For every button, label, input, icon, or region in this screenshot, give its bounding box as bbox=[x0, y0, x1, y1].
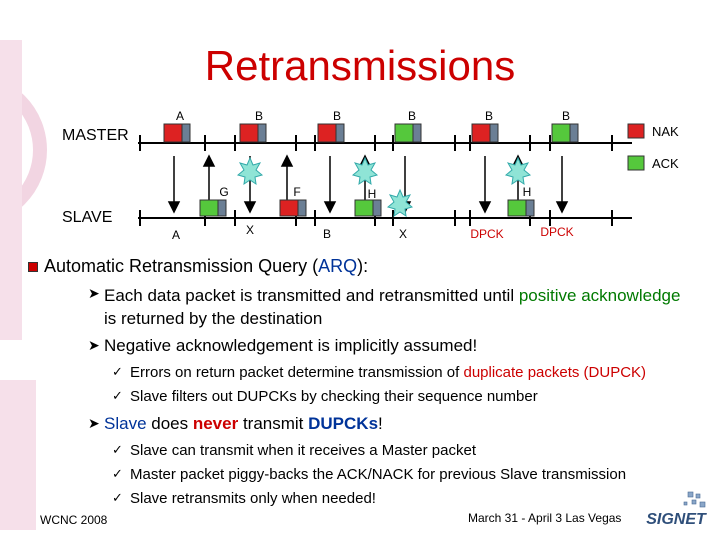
slave-packet-f: F bbox=[279, 185, 307, 217]
master-packet-label: A bbox=[176, 109, 184, 123]
master-packet-label: B bbox=[333, 109, 341, 123]
master-packet-label: B bbox=[408, 109, 416, 123]
item3-never: never bbox=[192, 414, 239, 433]
item1-line2: is returned by the destination bbox=[104, 309, 323, 328]
watermark-seal bbox=[0, 40, 47, 530]
slave-bottom-label: B bbox=[323, 227, 331, 241]
timing-diagram: MASTER SLAVE A B B B B B NAK ACK bbox=[62, 109, 679, 242]
footer-date-location: March 31 - April 3 Las Vegas bbox=[468, 511, 622, 525]
item1-highlight: positive acknowledge bbox=[518, 286, 681, 305]
master-packet-label: B bbox=[485, 109, 493, 123]
slave-bottom-label: A bbox=[172, 228, 180, 242]
error-burst-icon bbox=[351, 156, 379, 186]
sub-text: Master packet piggy-backs the ACK/NACK f… bbox=[130, 466, 627, 483]
master-packet-b2: B bbox=[317, 109, 345, 143]
main-highlight: ARQ bbox=[318, 256, 358, 276]
slave-bottom-label: X bbox=[399, 227, 407, 241]
slave-bottom-label: X bbox=[246, 223, 254, 237]
sub-text: Slave retransmits only when needed! bbox=[130, 490, 376, 507]
error-burst-icon bbox=[386, 188, 414, 218]
bullet-item-3: ➤ Slave does never transmit DUPCKs! bbox=[88, 414, 718, 434]
logo-text: SIGNET bbox=[646, 511, 707, 528]
sub-item: ✓ Errors on return packet determine tran… bbox=[112, 364, 646, 381]
main-prefix: Automatic Retransmission Query ( bbox=[44, 256, 319, 276]
error-burst-icon bbox=[504, 156, 532, 186]
bullet-main: Automatic Retransmission Query (ARQ): bbox=[28, 256, 368, 277]
item3-mid: does bbox=[146, 414, 193, 433]
sub-text: Errors on return packet determine transm… bbox=[130, 364, 464, 381]
sub-text: Slave can transmit when it receives a Ma… bbox=[130, 442, 476, 459]
slave-packet-h2: H bbox=[507, 185, 535, 217]
signet-logo: SIGNET bbox=[646, 491, 707, 528]
nak-legend-label: NAK bbox=[652, 124, 679, 139]
arrow-bullet-icon: ➤ bbox=[88, 285, 100, 301]
slave-packet-label: F bbox=[293, 185, 300, 199]
arrow-bullet-icon: ➤ bbox=[88, 337, 100, 353]
sub-highlight: duplicate packets (DUPCK) bbox=[463, 364, 647, 381]
item3-dupcks: DUPCKs bbox=[308, 414, 379, 433]
sub-item: ✓ Master packet piggy-backs the ACK/NACK… bbox=[112, 466, 626, 483]
slave-packet-label: H bbox=[368, 187, 377, 201]
slave-label: SLAVE bbox=[62, 209, 112, 226]
sub-text: Slave filters out DUPCKs by checking the… bbox=[130, 388, 538, 405]
arrow-bullet-icon: ➤ bbox=[88, 415, 100, 431]
bullet-item-1: ➤ Each data packet is transmitted and re… bbox=[88, 284, 718, 330]
checkmark-icon: ✓ bbox=[112, 466, 123, 481]
master-label: MASTER bbox=[62, 127, 129, 144]
item3-end: ! bbox=[378, 414, 383, 433]
item3-mid2: transmit bbox=[238, 414, 309, 433]
item2-text: Negative acknowledgement is implicitly a… bbox=[104, 336, 478, 355]
ack-legend-swatch bbox=[627, 155, 645, 171]
item1-text: Each data packet is transmitted and retr… bbox=[104, 286, 519, 305]
ack-legend-label: ACK bbox=[652, 156, 679, 171]
slave-packet-label: G bbox=[219, 185, 228, 199]
item3-slave: Slave bbox=[104, 414, 147, 433]
error-burst-icon bbox=[236, 156, 264, 186]
sub-item: ✓ Slave can transmit when it receives a … bbox=[112, 442, 476, 459]
checkmark-icon: ✓ bbox=[112, 364, 123, 379]
master-packet-b1: B bbox=[239, 109, 267, 143]
sub-item: ✓ Slave filters out DUPCKs by checking t… bbox=[112, 388, 538, 405]
checkmark-icon: ✓ bbox=[112, 388, 123, 403]
slave-bottom-label: DPCK bbox=[540, 225, 573, 239]
master-packet-a: A bbox=[163, 109, 191, 143]
master-packet-label: B bbox=[255, 109, 263, 123]
master-ticks bbox=[139, 135, 613, 151]
footer-conference: WCNC 2008 bbox=[40, 513, 108, 527]
slave-bottom-labels: A X B X DPCK DPCK bbox=[172, 223, 574, 242]
master-packet-b4: B bbox=[471, 109, 499, 143]
master-packet-b5: B bbox=[551, 109, 579, 143]
slave-packet-g: G bbox=[199, 185, 229, 217]
master-packet-label: B bbox=[562, 109, 570, 123]
slave-bottom-label: DPCK bbox=[470, 227, 503, 241]
bullet-item-2: ➤ Negative acknowledgement is implicitly… bbox=[88, 336, 718, 356]
slave-packet-label: H bbox=[523, 185, 532, 199]
page-title: Retransmissions bbox=[204, 42, 516, 89]
master-packet-b3: B bbox=[394, 109, 422, 143]
square-bullet-icon bbox=[28, 261, 38, 272]
checkmark-icon: ✓ bbox=[112, 442, 123, 457]
nak-legend-swatch bbox=[627, 123, 645, 139]
main-suffix: ): bbox=[357, 256, 369, 276]
sub-item: ✓ Slave retransmits only when needed! bbox=[112, 490, 376, 507]
checkmark-icon: ✓ bbox=[112, 490, 123, 505]
slave-packet-h1: H bbox=[354, 187, 382, 217]
